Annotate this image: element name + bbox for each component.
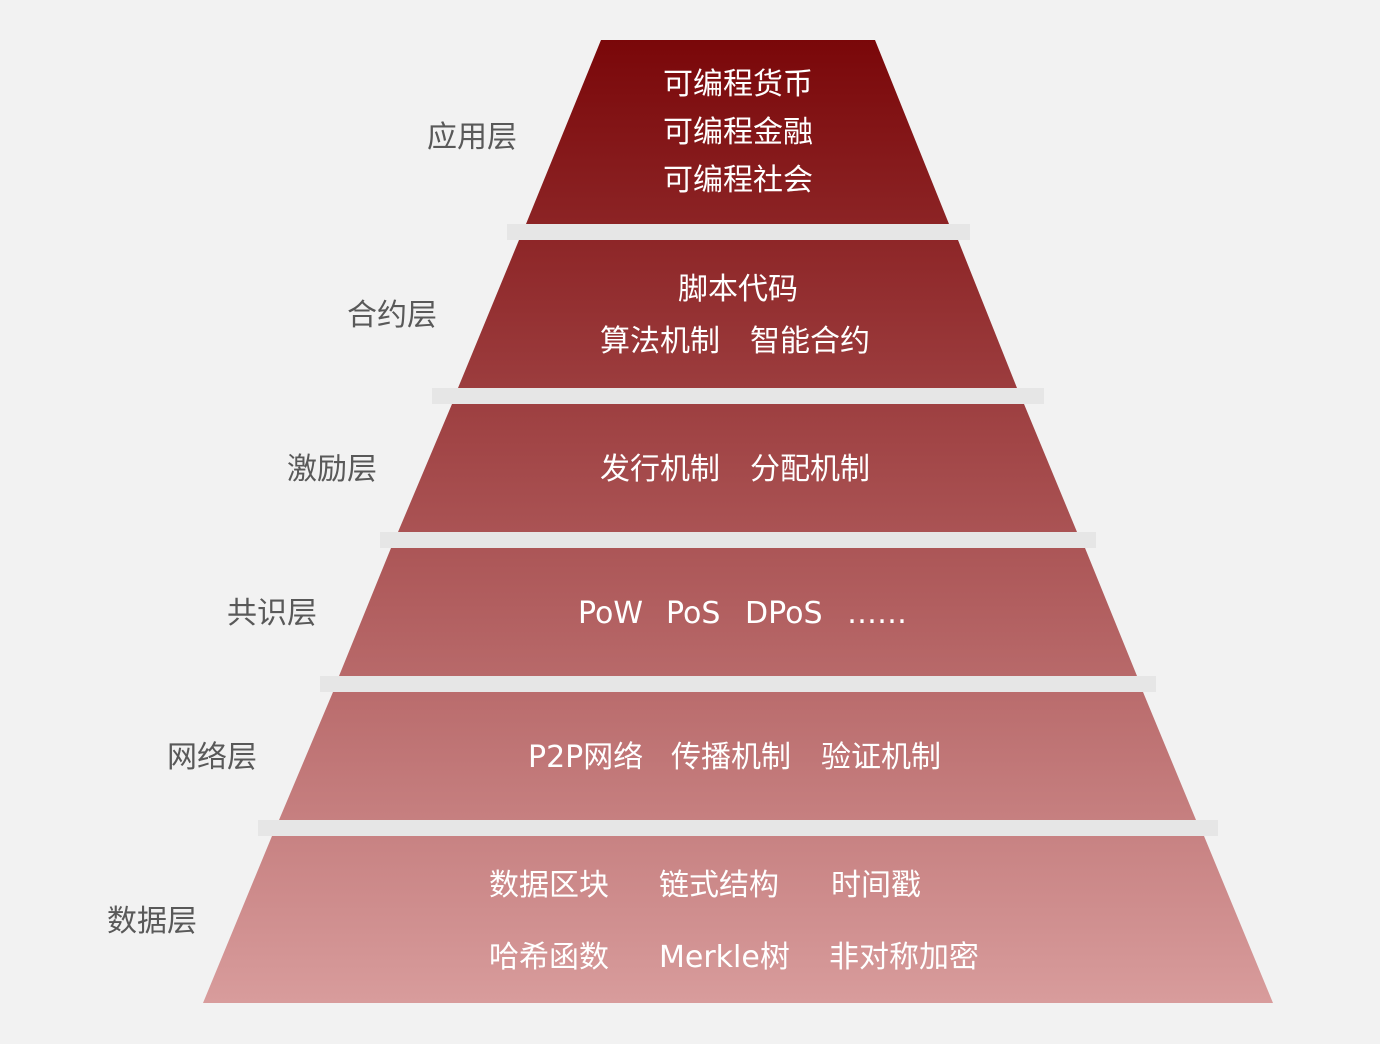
application-item-programmable-society: 可编程社会	[663, 163, 813, 198]
layer-network-shape	[279, 692, 1196, 820]
network-item-propagation-mechanism: 传播机制	[671, 740, 791, 775]
data-item-timestamp: 时间戳	[831, 868, 921, 903]
data-item-chain-structure: 链式结构	[659, 868, 779, 903]
separator-2	[432, 388, 1044, 404]
data-item-hash-function: 哈希函数	[489, 940, 609, 975]
layer-data-shape	[203, 836, 1273, 1003]
label-incentive-layer: 激励层	[287, 452, 377, 487]
incentive-item-distribution-mechanism: 分配机制	[750, 452, 870, 487]
layer-consensus-shape	[339, 548, 1137, 676]
layer-incentive-shape	[398, 404, 1077, 532]
consensus-item-pow: PoW	[578, 596, 644, 631]
contract-item-script-code: 脚本代码	[678, 272, 798, 307]
data-item-data-block: 数据区块	[489, 868, 609, 903]
application-item-programmable-finance: 可编程金融	[663, 115, 813, 150]
network-item-verification-mechanism: 验证机制	[821, 740, 941, 775]
layer-application-shape	[526, 40, 949, 224]
label-application-layer: 应用层	[427, 120, 517, 155]
incentive-item-issuance-mechanism: 发行机制	[600, 452, 720, 487]
label-contract-layer: 合约层	[347, 298, 437, 333]
separator-4	[320, 676, 1156, 692]
application-item-programmable-currency: 可编程货币	[663, 67, 813, 102]
consensus-item-ellipsis: ……	[847, 596, 907, 631]
contract-item-smart-contract: 智能合约	[750, 324, 870, 359]
consensus-item-dpos: DPoS	[745, 596, 823, 631]
layer-contract-shape	[458, 240, 1017, 388]
network-item-p2p-network: P2P网络	[528, 740, 644, 775]
contract-item-algorithm-mechanism: 算法机制	[600, 324, 720, 359]
data-item-asymmetric-encryption: 非对称加密	[829, 940, 979, 975]
label-data-layer: 数据层	[107, 904, 197, 939]
data-item-merkle-tree: Merkle树	[659, 940, 790, 975]
separator-3	[380, 532, 1096, 548]
consensus-item-pos: PoS	[666, 596, 721, 631]
label-consensus-layer: 共识层	[227, 596, 317, 631]
separator-5	[258, 820, 1218, 836]
label-network-layer: 网络层	[167, 740, 257, 775]
separator-1	[507, 224, 970, 240]
